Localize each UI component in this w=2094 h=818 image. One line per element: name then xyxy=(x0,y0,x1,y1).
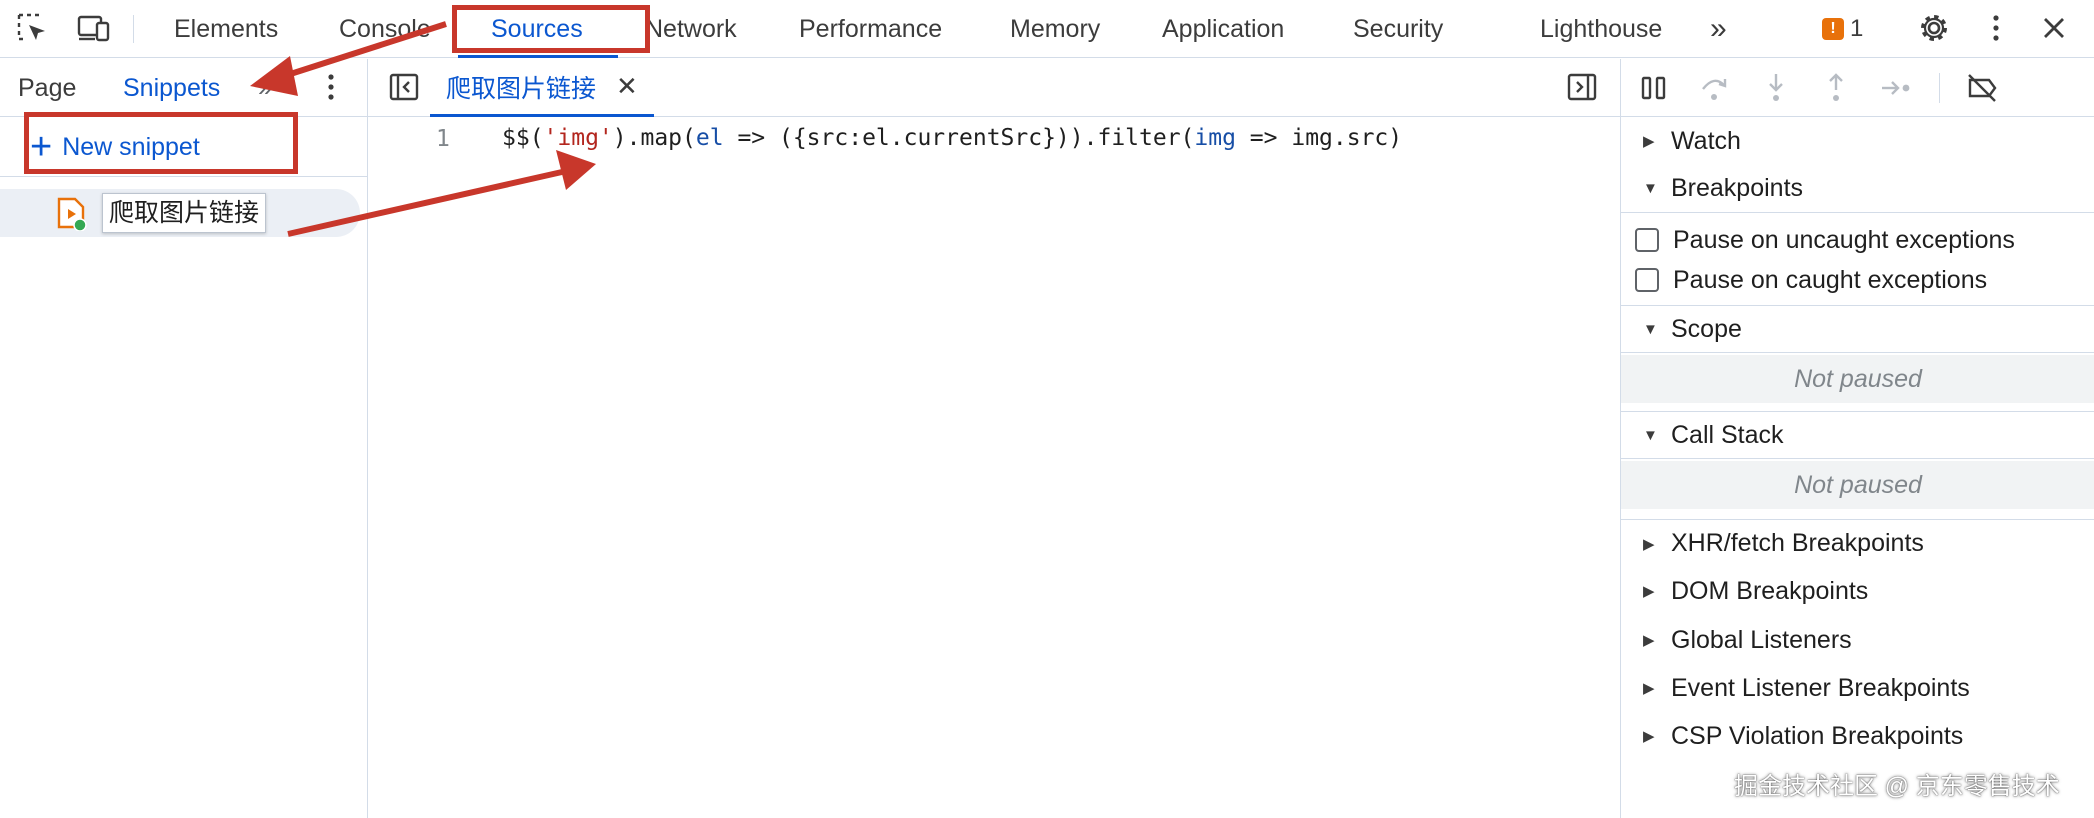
csp-violation-breakpoints-label: CSP Violation Breakpoints xyxy=(1671,721,1964,750)
new-snippet-label: New snippet xyxy=(62,132,200,161)
collapsed-triangle-icon: ▶ xyxy=(1643,728,1655,745)
debugger-toolbar xyxy=(1621,59,2094,117)
toggle-navigator-icon[interactable] xyxy=(386,69,422,105)
code-token: => img.src) xyxy=(1235,125,1403,151)
scope-section[interactable]: ▼ Scope xyxy=(1621,305,2094,353)
deactivate-breakpoints-icon[interactable] xyxy=(1965,71,1999,105)
collapsed-triangle-icon: ▶ xyxy=(1643,632,1655,649)
tab-memory[interactable]: Memory xyxy=(1010,15,1101,43)
annotation-box-sources-tab xyxy=(452,5,650,53)
line-number: 1 xyxy=(436,126,450,152)
device-toolbar-icon[interactable] xyxy=(76,10,112,46)
pause-caught-checkbox[interactable] xyxy=(1635,268,1659,292)
more-tabs-icon[interactable]: » xyxy=(1710,12,1727,45)
code-token: $$( xyxy=(502,125,544,151)
toolbar-divider xyxy=(133,15,134,43)
step-over-icon[interactable] xyxy=(1697,71,1731,105)
expanded-triangle-icon: ▼ xyxy=(1643,426,1658,444)
tab-page[interactable]: Page xyxy=(18,74,77,102)
tab-lighthouse[interactable]: Lighthouse xyxy=(1540,15,1663,43)
navigator-tabs: Page Snippets » xyxy=(0,59,367,117)
step-out-icon[interactable] xyxy=(1819,71,1853,105)
close-tab-icon[interactable]: ✕ xyxy=(616,71,638,101)
issues-counter[interactable]: ! 1 xyxy=(1822,14,1863,44)
pause-uncaught-option[interactable]: Pause on uncaught exceptions xyxy=(1635,221,2015,259)
new-snippet-button[interactable]: + New snippet xyxy=(30,126,200,168)
event-listener-breakpoints-label: Event Listener Breakpoints xyxy=(1671,673,1970,702)
snippet-file-name[interactable]: 爬取图片链接 xyxy=(102,193,267,233)
collapsed-triangle-icon: ▶ xyxy=(1643,583,1655,600)
watch-label: Watch xyxy=(1671,126,1741,155)
pause-caught-label: Pause on caught exceptions xyxy=(1673,265,1988,294)
debugger-toolbar-divider xyxy=(1939,73,1940,103)
expanded-triangle-icon: ▼ xyxy=(1643,180,1658,197)
step-into-icon[interactable] xyxy=(1759,71,1793,105)
collapsed-triangle-icon: ▶ xyxy=(1643,680,1655,697)
event-listener-breakpoints-section[interactable]: ▶ Event Listener Breakpoints xyxy=(1621,664,2094,712)
plus-icon: + xyxy=(30,126,53,168)
scope-status: Not paused xyxy=(1621,355,2094,403)
dom-breakpoints-label: DOM Breakpoints xyxy=(1671,576,1869,605)
navigator-kebab-icon[interactable] xyxy=(318,69,344,105)
kebab-menu-icon[interactable] xyxy=(1978,10,2014,46)
tab-security[interactable]: Security xyxy=(1353,15,1444,43)
call-stack-label: Call Stack xyxy=(1671,420,1784,449)
code-token-param: el xyxy=(695,125,724,151)
active-tab-indicator xyxy=(458,55,618,58)
breakpoints-section[interactable]: ▼ Breakpoints xyxy=(1621,165,2094,213)
gear-icon[interactable] xyxy=(1916,10,1952,46)
call-stack-section[interactable]: ▼ Call Stack xyxy=(1621,411,2094,459)
collapsed-triangle-icon: ▶ xyxy=(1643,535,1655,553)
xhr-breakpoints-label: XHR/fetch Breakpoints xyxy=(1671,529,1924,557)
code-token-string: 'img' xyxy=(543,125,613,151)
tab-sources[interactable]: Sources xyxy=(491,15,583,43)
pause-uncaught-checkbox[interactable] xyxy=(1635,228,1659,252)
snippet-file-icon xyxy=(56,197,88,232)
watch-section[interactable]: ▶ Watch xyxy=(1621,117,2094,165)
select-element-icon[interactable] xyxy=(14,10,50,46)
issues-count: 1 xyxy=(1850,15,1864,42)
step-icon[interactable] xyxy=(1879,71,1913,105)
tab-performance[interactable]: Performance xyxy=(799,15,943,43)
more-navigator-tabs-icon[interactable]: » xyxy=(258,72,273,102)
devtools-main-toolbar: Elements Console Sources Network Perform… xyxy=(0,0,2094,58)
code-editor: 爬取图片链接 ✕ 1 $$('img').map(el => ({src:el.… xyxy=(368,59,1620,818)
code-token-param: img xyxy=(1194,125,1236,151)
editor-file-tab-label: 爬取图片链接 xyxy=(446,74,597,103)
tab-console[interactable]: Console xyxy=(339,15,431,43)
pause-caught-option[interactable]: Pause on caught exceptions xyxy=(1635,261,1987,299)
tab-snippets[interactable]: Snippets xyxy=(123,74,221,102)
pause-uncaught-label: Pause on uncaught exceptions xyxy=(1673,225,2015,254)
dom-breakpoints-section[interactable]: ▶ DOM Breakpoints xyxy=(1621,567,2094,615)
sources-navigator: Page Snippets » + New snippet 爬取图片链接 xyxy=(0,59,368,818)
annotation-box-new-snippet xyxy=(24,112,298,174)
xhr-breakpoints-section[interactable]: ▶ XHR/fetch Breakpoints xyxy=(1621,519,2094,567)
pause-resume-icon[interactable] xyxy=(1637,71,1671,105)
call-stack-status: Not paused xyxy=(1621,461,2094,509)
issue-flag-icon: ! xyxy=(1822,18,1844,40)
code-token: => ({src:el.currentSrc})).filter( xyxy=(723,125,1195,151)
tab-elements[interactable]: Elements xyxy=(174,15,279,43)
close-icon[interactable] xyxy=(2036,10,2072,46)
navigator-divider xyxy=(0,176,367,177)
watermark: 掘金技术社区 @ 京东零售技术 xyxy=(1734,773,2060,800)
expanded-triangle-icon: ▼ xyxy=(1643,320,1658,338)
csp-violation-breakpoints-section[interactable]: ▶ CSP Violation Breakpoints xyxy=(1621,712,2094,760)
global-listeners-section[interactable]: ▶ Global Listeners xyxy=(1621,616,2094,664)
code-line[interactable]: $$('img').map(el => ({src:el.currentSrc}… xyxy=(502,125,1402,151)
code-token: ).map( xyxy=(612,125,696,151)
collapsed-triangle-icon: ▶ xyxy=(1643,133,1655,150)
editor-tab-strip: 爬取图片链接 ✕ xyxy=(368,59,1620,117)
breakpoints-label: Breakpoints xyxy=(1671,174,1804,202)
snippet-file-item[interactable]: 爬取图片链接 xyxy=(0,189,360,237)
tab-network[interactable]: Network xyxy=(645,15,737,43)
global-listeners-label: Global Listeners xyxy=(1671,625,1852,654)
toggle-debugger-icon[interactable] xyxy=(1564,69,1600,105)
scope-label: Scope xyxy=(1671,314,1742,343)
debugger-sidebar: ▶ Watch ▼ Breakpoints Pause on uncaught … xyxy=(1620,59,2094,818)
tab-application[interactable]: Application xyxy=(1162,15,1285,43)
editor-file-tab[interactable]: 爬取图片链接 ✕ xyxy=(430,59,654,117)
